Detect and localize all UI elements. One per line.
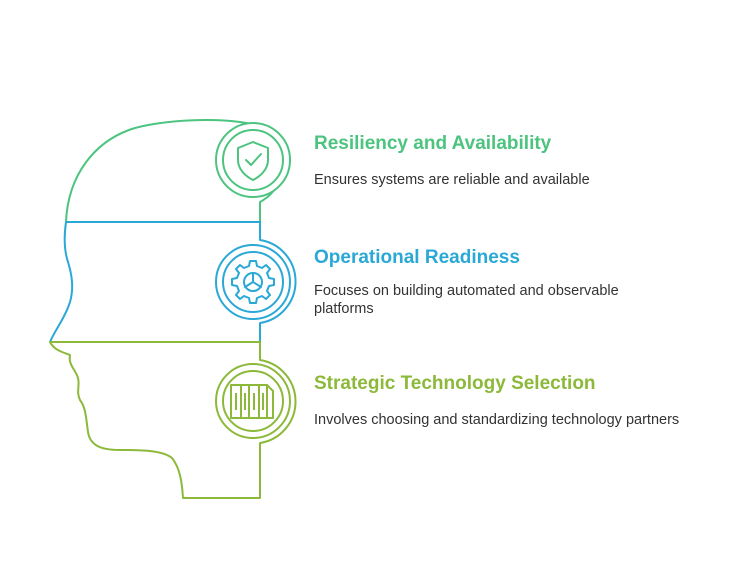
item-title-strategic: Strategic Technology Selection (314, 373, 596, 394)
icon-circle-operational (215, 244, 291, 320)
item-description-operational: Focuses on building automated and observ… (314, 283, 619, 317)
pillars-icon (230, 384, 274, 419)
item-title-resiliency: Resiliency and Availability (314, 133, 552, 154)
gear-icon (231, 260, 275, 304)
icon-circle-resiliency (215, 122, 291, 198)
icon-circle-strategic (215, 363, 291, 439)
item-description-resiliency: Ensures systems are reliable and availab… (314, 172, 590, 188)
head-section-bottom (49, 341, 297, 499)
item-description-strategic: Involves choosing and standardizing tech… (314, 412, 680, 428)
shield-check-icon (237, 141, 269, 181)
item-title-operational: Operational Readiness (314, 247, 520, 268)
